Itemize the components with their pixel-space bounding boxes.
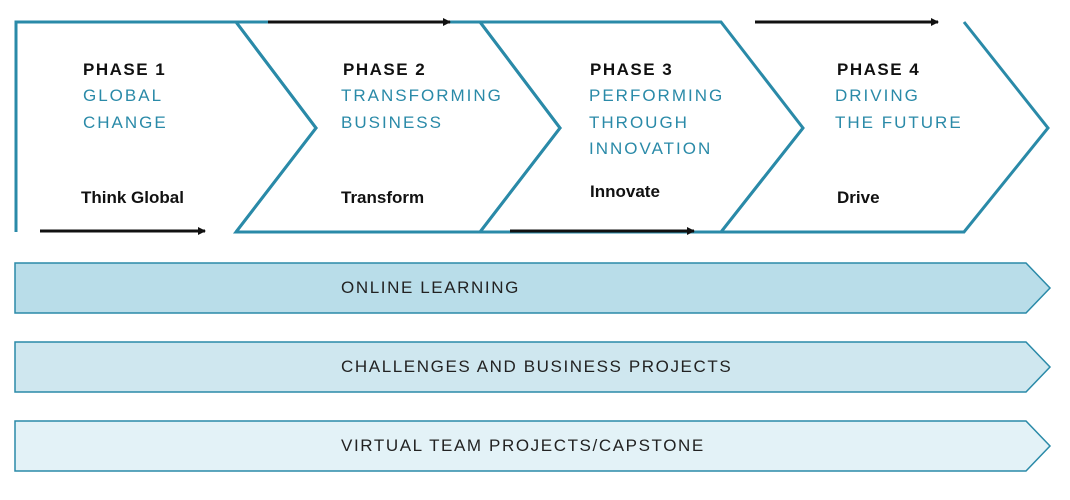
phase-4-subtitle-line-1: DRIVING (835, 86, 920, 105)
phase-4-chevron (721, 21, 1050, 234)
phase-3-subtitle-line-1: PERFORMING (589, 86, 725, 105)
phase-1-subtitle-line-1: GLOBAL (83, 86, 164, 105)
phase-3-title: PHASE 3 (590, 60, 674, 79)
band-challenges-projects (14, 341, 1052, 393)
phase-4-left-edge (719, 127, 805, 233)
phase-2-title: PHASE 2 (343, 60, 427, 79)
band-online-learning (14, 262, 1052, 314)
band-3-label: VIRTUAL TEAM PROJECTS/CAPSTONE (341, 436, 705, 455)
phase-1-subtitle-line-2: CHANGE (83, 112, 168, 132)
phase-4-title: PHASE 4 (837, 60, 921, 79)
phase-2-subtitle-line-2: BUSINESS (341, 112, 443, 132)
phase-2-subtitle-line-1: TRANSFORMING (341, 86, 503, 105)
phase-2-verb: Transform (341, 188, 425, 207)
phase-1-title: PHASE 1 (83, 60, 167, 79)
phase-4-subtitle-line-2: THE FUTURE (835, 112, 963, 132)
phase-1-verb: Think Global (81, 188, 184, 207)
phase-3-verb: Innovate (590, 182, 660, 201)
phase-4-verb: Drive (837, 188, 880, 207)
band-1-label: ONLINE LEARNING (341, 278, 520, 297)
phase-1-subtitle: GLOBAL CHANGE (83, 83, 168, 136)
phase-3-subtitle-line-2: THROUGH (589, 112, 689, 132)
band-virtual-team-projects (14, 420, 1052, 472)
band-2-label: CHALLENGES AND BUSINESS PROJECTS (341, 357, 733, 376)
phase-2-subtitle: TRANSFORMING BUSINESS (341, 83, 503, 136)
phase-3-subtitle-line-3: INNOVATION (589, 139, 713, 158)
phase-4-subtitle: DRIVING THE FUTURE (835, 83, 963, 136)
phase-3-subtitle: PERFORMING THROUGH INNOVATION (589, 83, 724, 163)
